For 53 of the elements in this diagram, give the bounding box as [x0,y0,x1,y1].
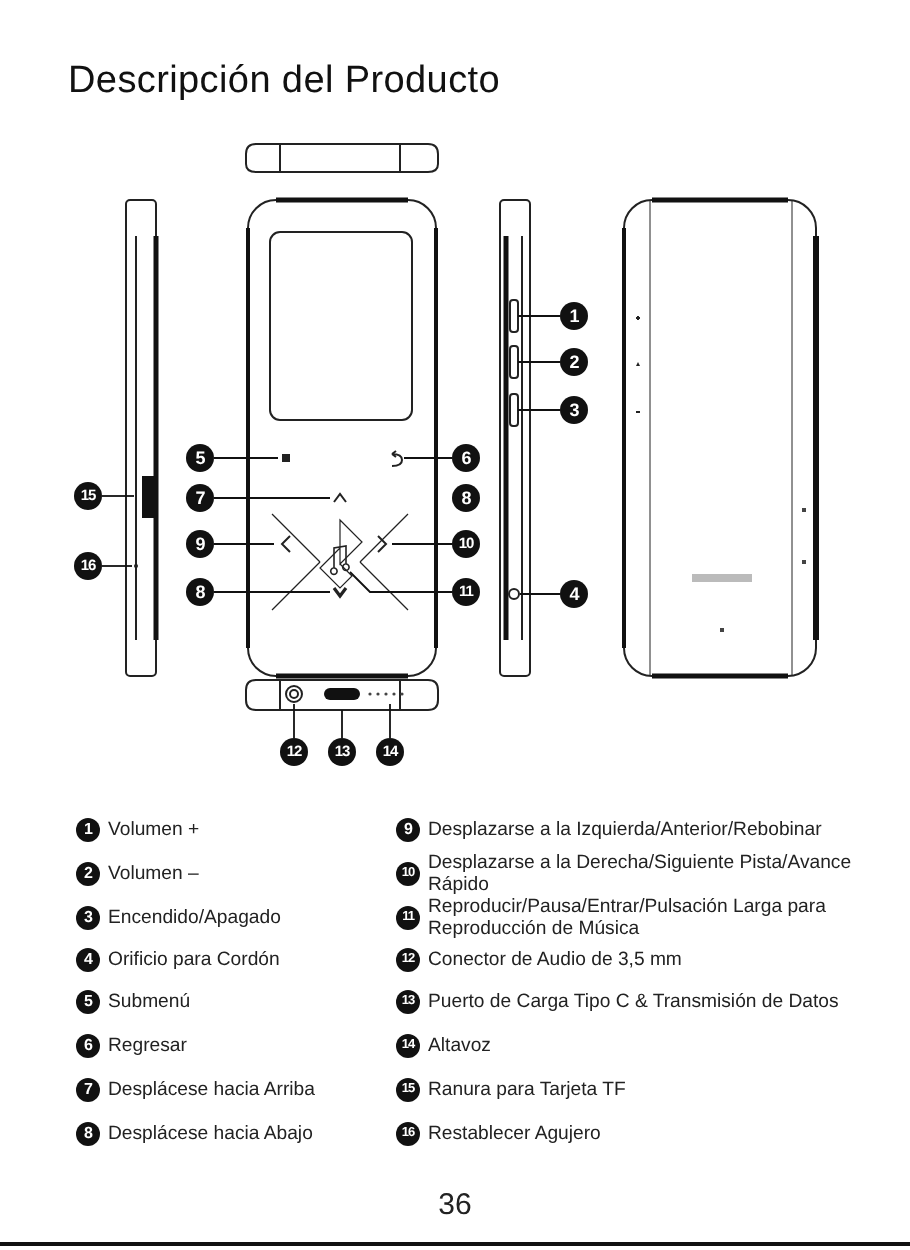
item-description: Puerto de Carga Tipo C & Transmisión de Datos [428,991,841,1013]
leader-line [517,409,561,411]
item-description: Altavoz [428,1035,493,1057]
leader-line [213,543,275,545]
title: Descripción del Producto [68,60,501,104]
item-description: Volumen – [108,863,201,885]
item-description: Volumen + [108,819,202,841]
callout-number: 2 [560,348,588,376]
page-number: 36 [436,1188,474,1222]
item-description: Desplazarse a la Izquierda/Anterior/Rebobinar [428,819,824,841]
callout-number: 1 [76,818,100,842]
leader-line [101,495,135,497]
callout-number: 8 [452,484,480,512]
leader-line [101,565,133,567]
leader-line [213,497,331,499]
callout-number: 6 [76,1034,100,1058]
leader-line [517,361,561,363]
callout-number: 5 [186,444,214,472]
leader-line [403,457,453,459]
item-description: Desplácese hacia Abajo [108,1123,315,1145]
leader-line [341,709,343,739]
callout-number: 8 [186,578,214,606]
callout-number: 2 [76,862,100,886]
callout-number: 9 [186,530,214,558]
item-description: Ranura para Tarjeta TF [428,1079,628,1101]
item-description: Regresar [108,1035,189,1057]
leader-line [213,457,279,459]
item-description: Orificio para Cordón [108,949,282,971]
leader-line [293,703,295,739]
item-description: Desplácese hacia Arriba [108,1079,317,1101]
leader-line [517,315,561,317]
item-description: Restablecer Agujero [428,1123,603,1145]
callout-number: 4 [560,580,588,608]
callout-number: 5 [76,990,100,1014]
item-description: Conector de Audio de 3,5 mm [428,949,684,971]
leader-line [213,591,331,593]
callout-number: 9 [396,818,420,842]
leader-line [519,593,561,595]
callout-number: 4 [76,948,100,972]
callout-number: 7 [186,484,214,512]
callout-number: 7 [76,1078,100,1102]
callout-number: 1 [560,302,588,330]
item-description: Submenú [108,991,193,1013]
item-description: Reproducir/Pausa/Entrar/Pulsación Larga para Reproducción de Música [428,896,828,940]
leader-line [349,571,453,593]
item-description: Encendido/Apagado [108,907,283,929]
callout-number: 6 [452,444,480,472]
item-description: Desplazarse a la Derecha/Siguiente Pista/Avance Rápido [428,852,852,896]
callout-number: 3 [560,396,588,424]
leader-line [391,543,453,545]
leader-line [389,703,391,739]
callout-number: 8 [76,1122,100,1146]
callout-number: 3 [76,906,100,930]
